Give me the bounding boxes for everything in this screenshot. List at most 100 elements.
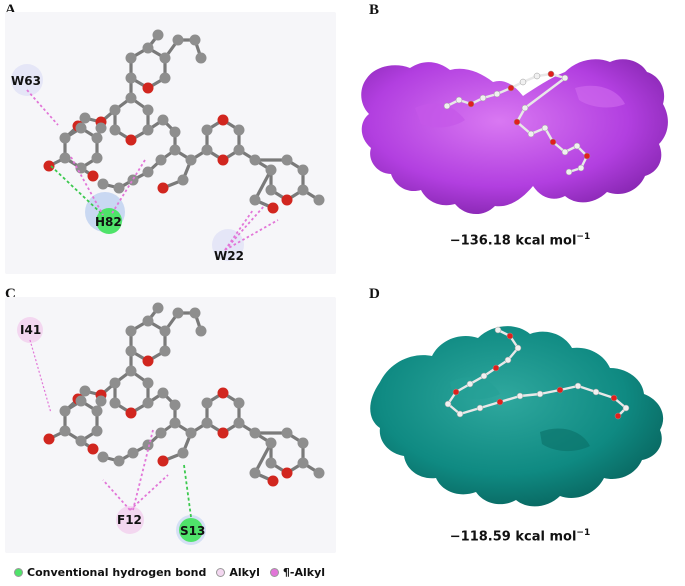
carbon-atom xyxy=(125,365,137,377)
carbon-atom xyxy=(265,457,277,469)
pi-alkyl-line xyxy=(102,479,131,511)
residue-f12-disc xyxy=(116,506,144,534)
carbon-atom xyxy=(297,457,309,469)
carbon-atom xyxy=(201,144,213,156)
panel-letter-d: D xyxy=(369,286,380,302)
carbon-atom xyxy=(265,164,277,176)
ligand-oxygen xyxy=(549,138,557,146)
carbon-atom xyxy=(249,427,261,439)
oxygen-atom xyxy=(267,475,279,487)
pi-alkyl-line xyxy=(132,429,154,511)
carbon-atom xyxy=(59,152,71,164)
ligand-carbon xyxy=(561,74,569,82)
oxygen-atom xyxy=(142,82,154,94)
docking-surface-d xyxy=(370,326,664,507)
residue-label-f12: F12 xyxy=(117,513,142,527)
carbon-atom xyxy=(91,132,103,144)
carbon-atom xyxy=(195,325,207,337)
legend-swatch xyxy=(269,568,279,577)
carbon-atom xyxy=(172,34,184,46)
ligand-carbon xyxy=(592,388,600,396)
carbon-atom xyxy=(201,397,213,409)
carbon-atom xyxy=(157,387,169,399)
carbon-atom xyxy=(185,154,197,166)
ligand-oxygen xyxy=(610,394,618,402)
pi-alkyl-line xyxy=(224,204,266,251)
ligand-bond xyxy=(524,77,566,109)
residue-label-i41: I41 xyxy=(20,323,41,337)
carbon-atom xyxy=(159,52,171,64)
ligand-bond xyxy=(479,400,501,410)
carbon-atom xyxy=(313,194,325,206)
ligand-bond xyxy=(539,388,561,396)
carbon-atom xyxy=(109,377,121,389)
pi-alkyl-line xyxy=(224,219,279,251)
ligand-carbon xyxy=(466,380,474,388)
carbon-atom xyxy=(91,405,103,417)
carbon-atom xyxy=(157,114,169,126)
carbon-atom xyxy=(189,34,201,46)
ligand-carbon xyxy=(533,72,541,80)
ligand-carbon xyxy=(455,96,463,104)
carbon-atom xyxy=(142,377,154,389)
oxygen-atom xyxy=(43,160,55,172)
carbon-atom xyxy=(159,72,171,84)
oxygen-atom xyxy=(281,194,293,206)
carbon-atom xyxy=(75,435,87,447)
ligand-carbon xyxy=(527,130,535,138)
ligand-carbon xyxy=(456,410,464,418)
carbon-atom xyxy=(91,425,103,437)
carbon-atom xyxy=(281,427,293,439)
ligand-bond xyxy=(519,392,541,398)
carbon-atom xyxy=(185,427,197,439)
hbond-line xyxy=(50,165,104,216)
ligand-carbon xyxy=(519,78,527,86)
ligand-carbon xyxy=(516,392,524,400)
carbon-atom xyxy=(233,144,245,156)
carbon-atom xyxy=(113,182,125,194)
carbon-atom xyxy=(297,184,309,196)
carbon-atom xyxy=(97,178,109,190)
oxygen-atom xyxy=(87,443,99,455)
bond xyxy=(253,169,273,201)
protein-surface-b xyxy=(361,59,668,215)
ligand-bond xyxy=(459,406,481,416)
carbon-atom xyxy=(79,385,91,397)
carbon-atom xyxy=(79,112,91,124)
carbon-atom xyxy=(127,174,139,186)
ligand-oxygen xyxy=(556,386,564,394)
binding-energy-b: −136.18 kcal mol−1 xyxy=(449,232,591,249)
panel-letter-a: A xyxy=(5,2,16,18)
alkyl-line xyxy=(29,339,52,414)
carbon-atom xyxy=(59,132,71,144)
carbon-atom xyxy=(177,174,189,186)
ligand-carbon xyxy=(541,124,549,132)
protein-surface-d xyxy=(370,326,664,507)
ligand-carbon xyxy=(536,390,544,398)
residue-s13-core xyxy=(179,518,203,542)
carbon-atom xyxy=(152,29,164,41)
oxygen-atom xyxy=(267,202,279,214)
carbon-atom xyxy=(109,124,121,136)
carbon-atom xyxy=(265,184,277,196)
carbon-atom xyxy=(75,395,87,407)
carbon-atom xyxy=(201,124,213,136)
carbon-atom xyxy=(249,467,261,479)
panel-letter-c: C xyxy=(5,286,16,302)
carbon-atom xyxy=(125,52,137,64)
ligand-oxygen xyxy=(496,398,504,406)
oxygen-atom xyxy=(125,134,137,146)
carbon-atom xyxy=(142,315,154,327)
ligand-carbon xyxy=(521,104,529,112)
ligand-oxygen xyxy=(513,118,521,126)
ligand-carbon xyxy=(514,344,522,352)
oxygen-atom xyxy=(43,433,55,445)
legend-item-pi-alkyl: ¶-Alkyl xyxy=(269,566,325,579)
residue-label-h82: H82 xyxy=(95,215,122,229)
pi-alkyl-line xyxy=(224,209,254,251)
ligand-oxygen xyxy=(583,152,591,160)
carbon-atom xyxy=(249,194,261,206)
carbon-atom xyxy=(172,307,184,319)
oxygen-atom xyxy=(142,355,154,367)
residue-label-w22: W22 xyxy=(214,249,244,263)
